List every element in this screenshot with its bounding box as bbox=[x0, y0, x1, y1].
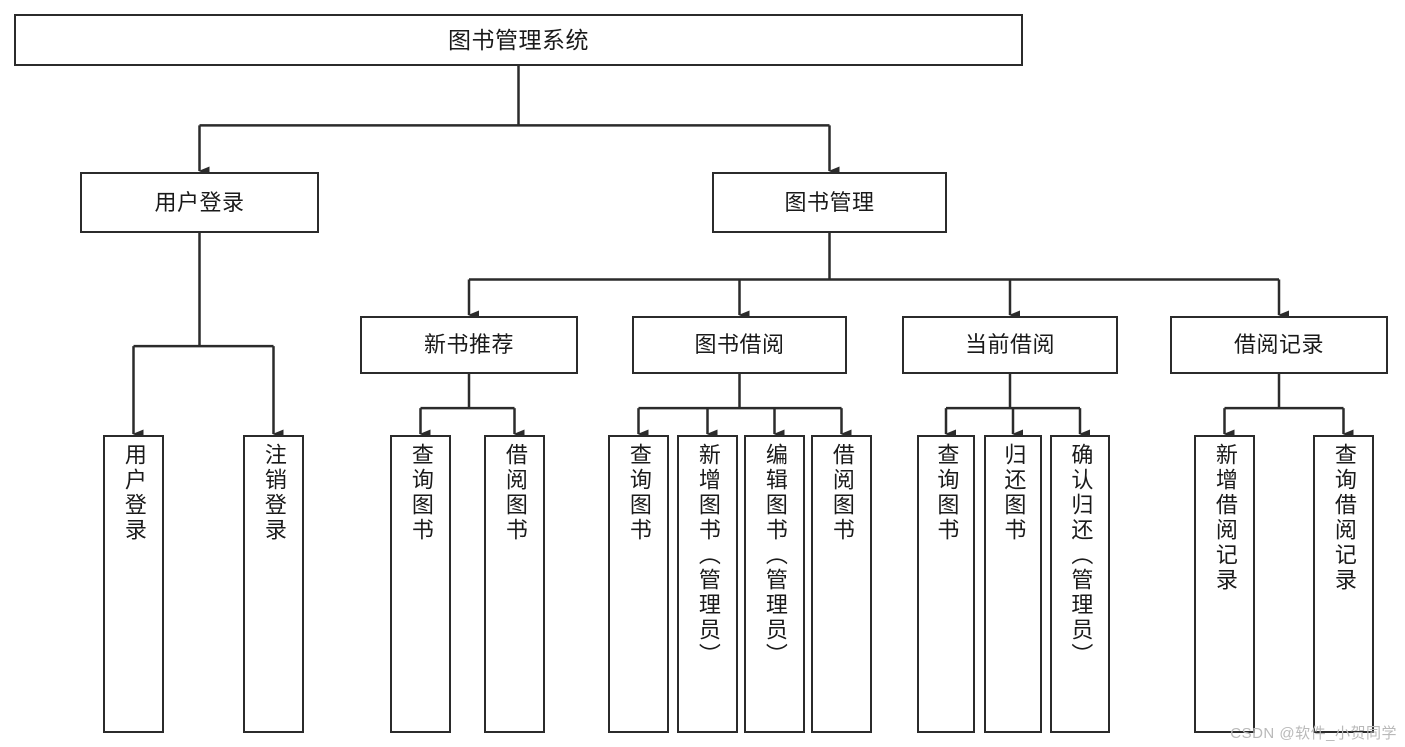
node-label: 新增图书（管理员） bbox=[695, 443, 721, 668]
node-label: 借阅图书 bbox=[502, 443, 528, 543]
node-leaf-query-record: 查询借阅记录 bbox=[1313, 435, 1374, 733]
node-leaf-query-book-2: 查询图书 bbox=[608, 435, 669, 733]
node-leaf-query-book-3: 查询图书 bbox=[917, 435, 975, 733]
node-label: 确认归还（管理员） bbox=[1068, 443, 1094, 668]
node-leaf-edit-book: 编辑图书（管理员） bbox=[744, 435, 805, 733]
node-leaf-borrow-book-1: 借阅图书 bbox=[484, 435, 545, 733]
node-borrow-record: 借阅记录 bbox=[1170, 316, 1388, 374]
node-label: 图书借阅 bbox=[694, 332, 785, 358]
node-label: 查询图书 bbox=[408, 443, 434, 543]
node-label: 查询图书 bbox=[626, 443, 652, 543]
node-label: 新书推荐 bbox=[423, 332, 514, 358]
node-label: 借阅记录 bbox=[1233, 332, 1324, 358]
node-label: 图书管理系统 bbox=[448, 26, 589, 53]
node-root: 图书管理系统 bbox=[14, 14, 1023, 66]
node-leaf-add-book: 新增图书（管理员） bbox=[677, 435, 738, 733]
node-leaf-query-book-1: 查询图书 bbox=[390, 435, 451, 733]
node-label: 新增借阅记录 bbox=[1212, 443, 1238, 593]
node-label: 注销登录 bbox=[261, 443, 287, 543]
edges bbox=[132, 66, 1354, 439]
node-new-book-rec: 新书推荐 bbox=[360, 316, 578, 374]
node-label: 编辑图书（管理员） bbox=[762, 443, 788, 668]
node-label: 归还图书 bbox=[1001, 443, 1027, 543]
node-leaf-confirm-return: 确认归还（管理员） bbox=[1050, 435, 1110, 733]
node-label: 查询借阅记录 bbox=[1331, 443, 1357, 593]
node-leaf-borrow-book-2: 借阅图书 bbox=[811, 435, 872, 733]
node-label: 图书管理 bbox=[784, 189, 875, 215]
node-leaf-return-book: 归还图书 bbox=[984, 435, 1042, 733]
node-label: 用户登录 bbox=[154, 189, 245, 215]
node-leaf-user-logout: 注销登录 bbox=[243, 435, 304, 733]
node-label: 借阅图书 bbox=[829, 443, 855, 543]
node-leaf-add-record: 新增借阅记录 bbox=[1194, 435, 1255, 733]
node-book-borrow: 图书借阅 bbox=[632, 316, 847, 374]
node-leaf-user-login: 用户登录 bbox=[103, 435, 164, 733]
node-label: 当前借阅 bbox=[964, 332, 1055, 358]
node-label: 用户登录 bbox=[121, 443, 147, 543]
node-user-login: 用户登录 bbox=[80, 172, 319, 233]
node-label: 查询图书 bbox=[934, 443, 960, 543]
node-current-borrow: 当前借阅 bbox=[902, 316, 1118, 374]
node-book-manage: 图书管理 bbox=[712, 172, 947, 233]
